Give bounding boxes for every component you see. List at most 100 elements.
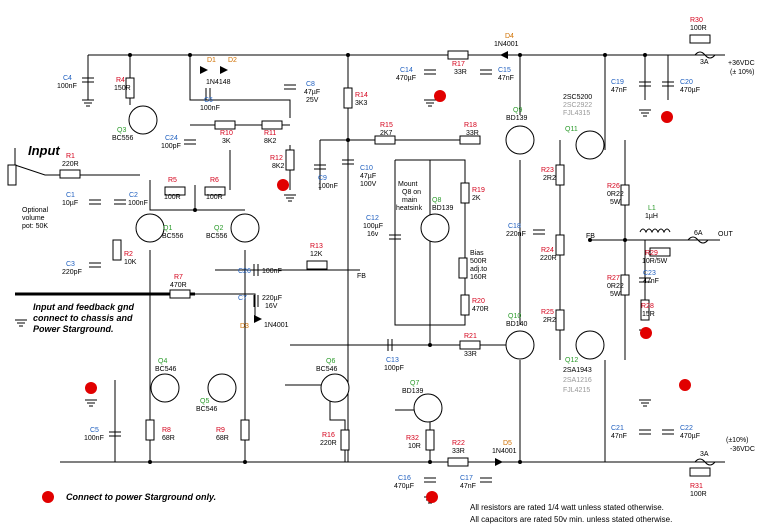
starground-dot bbox=[434, 90, 446, 102]
bias-note-1: Bias bbox=[470, 250, 484, 257]
q9-value: BD139 bbox=[506, 115, 528, 122]
c21-value: 47nF bbox=[611, 433, 627, 440]
r27-value: 0R22 bbox=[607, 283, 624, 290]
resistor-r5 bbox=[164, 186, 186, 196]
r6-value: 100R bbox=[206, 194, 223, 201]
resistor-r28 bbox=[640, 299, 650, 321]
transistor-q9 bbox=[505, 125, 535, 155]
c19-value: 47nF bbox=[611, 87, 627, 94]
q9-ref: Q9 bbox=[513, 107, 522, 114]
diode-d1 bbox=[200, 66, 208, 74]
input-label: Input bbox=[28, 143, 60, 158]
c26-ref: C26 bbox=[238, 268, 251, 275]
capacitor-c23 bbox=[639, 277, 651, 283]
c14-ref: C14 bbox=[400, 67, 413, 74]
c22-ref: C22 bbox=[680, 425, 693, 432]
c8-volt: 25V bbox=[306, 97, 319, 104]
c20-ref: C20 bbox=[680, 79, 693, 86]
resistor-r24 bbox=[555, 234, 565, 256]
resistor-r16 bbox=[340, 429, 350, 451]
fuses bbox=[687, 51, 716, 466]
legend-starground-dot bbox=[42, 491, 54, 503]
resistor-r6 bbox=[204, 186, 226, 196]
q12-alt1: 2SA1216 bbox=[563, 377, 592, 384]
transistor-q2 bbox=[230, 213, 260, 243]
r23-value: 2R2 bbox=[543, 175, 556, 182]
starground-dot bbox=[661, 111, 673, 123]
r12-ref: R12 bbox=[270, 155, 283, 162]
resistor-r8 bbox=[145, 419, 155, 441]
r14-ref: R14 bbox=[355, 92, 368, 99]
r26-ref: R26 bbox=[607, 183, 620, 190]
r20-ref: R20 bbox=[472, 298, 485, 305]
footnote-capacitors: All capacitors are rated 50v min. unless… bbox=[470, 515, 672, 524]
transistor-q7 bbox=[413, 393, 443, 423]
q1-ref: Q1 bbox=[163, 225, 172, 232]
q8-ref: Q8 bbox=[432, 197, 441, 204]
r26-value: 0R22 bbox=[607, 191, 624, 198]
fuse-pos bbox=[694, 51, 716, 59]
transistor-q8 bbox=[420, 213, 450, 243]
q11-ref: Q11 bbox=[565, 126, 578, 133]
q6-value: BC546 bbox=[316, 366, 338, 373]
capacitor-c26 bbox=[253, 264, 259, 276]
d4-ref: D4 bbox=[505, 33, 514, 40]
r9-ref: R9 bbox=[216, 427, 225, 434]
c26-value: 100nF bbox=[262, 268, 282, 275]
q10-value: BD140 bbox=[506, 321, 528, 328]
r28-value: 15R bbox=[642, 311, 655, 318]
r11-ref: R11 bbox=[264, 130, 276, 137]
resistor-r13 bbox=[306, 260, 328, 270]
q5-value: BC546 bbox=[196, 406, 218, 413]
c17-ref: C17 bbox=[460, 475, 473, 482]
q6-ref: Q6 bbox=[326, 358, 335, 365]
d5-ref: D5 bbox=[503, 440, 512, 447]
q2-ref: Q2 bbox=[214, 225, 223, 232]
volume-pot bbox=[7, 164, 17, 186]
r16-ref: R16 bbox=[322, 432, 335, 439]
r30-value: 100R bbox=[690, 25, 707, 32]
c24-ref: C24 bbox=[165, 135, 178, 142]
c7-ref: C7 bbox=[238, 295, 247, 302]
c16-ref: C16 bbox=[398, 475, 411, 482]
junctions bbox=[128, 53, 647, 464]
r21-value: 33R bbox=[464, 351, 477, 358]
transistors bbox=[128, 105, 605, 423]
r2-ref: R2 bbox=[124, 251, 133, 258]
supply-pos-volt: +36VDC bbox=[728, 60, 755, 67]
r9-value: 68R bbox=[216, 435, 229, 442]
resistor-r18 bbox=[459, 135, 481, 145]
r5-value: 100R bbox=[164, 194, 181, 201]
fuse-neg-label: 3A bbox=[700, 451, 709, 458]
c2-ref: C2 bbox=[129, 192, 138, 199]
resistor-r27 bbox=[620, 274, 630, 296]
fuse-pos-label: 3A bbox=[700, 59, 709, 66]
capacitors bbox=[82, 69, 674, 483]
q12-ref: Q12 bbox=[565, 357, 578, 364]
c6-ref: C6 bbox=[204, 97, 213, 104]
diode-d4 bbox=[500, 51, 508, 59]
c15-value: 47nF bbox=[498, 75, 514, 82]
capacitor-c7 bbox=[253, 295, 259, 307]
r22-ref: R22 bbox=[452, 440, 465, 447]
capacitor-c1 bbox=[89, 199, 101, 205]
resistor-r22 bbox=[447, 457, 469, 467]
r17-ref: R17 bbox=[452, 61, 465, 68]
r32-value: 10R bbox=[408, 443, 421, 450]
bias-note-3: adj.to bbox=[470, 266, 487, 273]
transistor-q5 bbox=[207, 373, 237, 403]
footnote-resistors: All resistors are rated 1/4 watt unless … bbox=[470, 503, 664, 512]
q5-ref: Q5 bbox=[200, 398, 209, 405]
fuse-out bbox=[687, 236, 709, 244]
r32-ref: R32 bbox=[406, 435, 419, 442]
c16-value: 470µF bbox=[394, 483, 414, 490]
r12-value: 8K2 bbox=[272, 163, 285, 170]
optional-volume-1: Optional bbox=[22, 207, 49, 214]
r14-value: 3K3 bbox=[355, 100, 368, 107]
d3-ref: D3 bbox=[240, 323, 249, 330]
r24-ref: R24 bbox=[541, 247, 554, 254]
r25-value: 2R2 bbox=[543, 317, 556, 324]
resistor-r4 bbox=[125, 77, 135, 99]
r19-ref: R19 bbox=[472, 187, 485, 194]
d1d2-value: 1N4148 bbox=[206, 79, 231, 86]
